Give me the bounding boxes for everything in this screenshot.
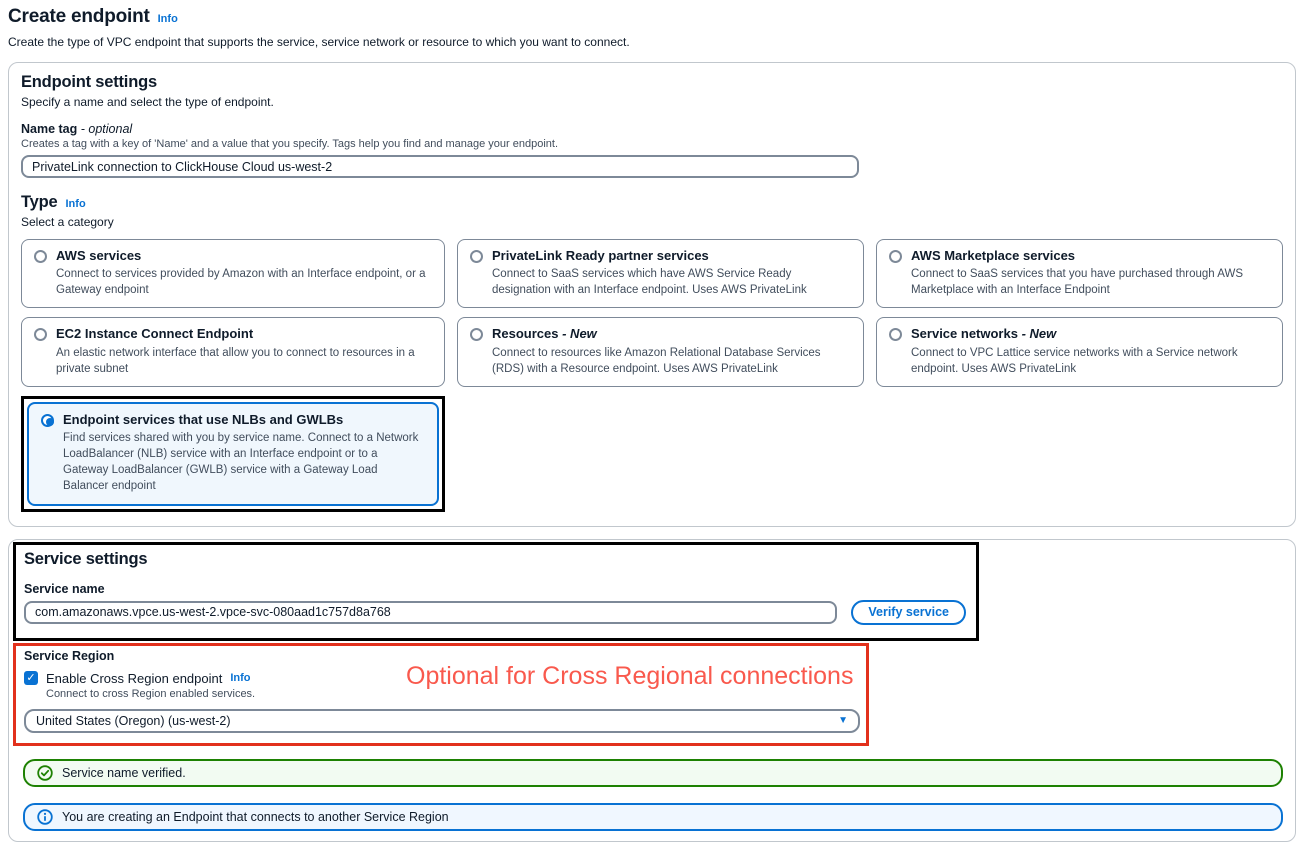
type-option-privatelink-partner-services[interactable]: PrivateLink Ready partner services Conne… — [457, 239, 864, 309]
page-title-info-link[interactable]: Info — [157, 13, 178, 25]
type-option-label: AWS services — [56, 248, 142, 263]
new-badge: - New — [1021, 326, 1057, 342]
cross-region-checkbox-label: Enable Cross Region endpoint — [46, 670, 223, 686]
service-settings-panel: Service settings Service name Verify ser… — [8, 538, 1296, 842]
success-banner-text: Service name verified. — [62, 765, 186, 780]
page-title: Create endpoint — [8, 6, 150, 27]
type-option-label: Service networks - New — [911, 326, 1057, 342]
type-options-grid: AWS services Connect to services provide… — [21, 239, 1283, 512]
new-badge: - New — [562, 326, 597, 342]
type-option-description: Connect to SaaS services which have AWS … — [492, 268, 807, 297]
radio-unchecked-icon[interactable] — [470, 250, 483, 263]
info-banner-text: You are creating an Endpoint that connec… — [62, 809, 449, 824]
radio-checked-icon[interactable] — [41, 413, 54, 427]
annotation-highlight-rectangle: Service settings Service name Verify ser… — [13, 541, 979, 641]
service-settings-heading: Service settings — [24, 549, 148, 568]
type-option-label: PrivateLink Ready partner services — [492, 248, 709, 263]
radio-unchecked-icon[interactable] — [470, 328, 483, 342]
name-tag-optional-suffix: - optional — [80, 122, 133, 136]
type-option-label: EC2 Instance Connect Endpoint — [56, 326, 254, 342]
type-option-label: AWS Marketplace services — [911, 248, 1076, 263]
info-banner: You are creating an Endpoint that connec… — [23, 802, 1283, 831]
type-option-description: Connect to services provided by Amazon w… — [56, 268, 426, 297]
type-option-endpoint-services-nlb-gwlb[interactable]: Endpoint services that use NLBs and GWLB… — [27, 401, 439, 506]
type-option-aws-marketplace-services[interactable]: AWS Marketplace services Connect to SaaS… — [876, 239, 1283, 309]
cross-region-checkbox[interactable]: ✓ — [24, 671, 38, 685]
type-description: Select a category — [21, 215, 114, 229]
type-option-description: Find services shared with you by service… — [63, 432, 419, 493]
type-option-service-networks[interactable]: Service networks - New Connect to VPC La… — [876, 317, 1283, 387]
name-tag-input[interactable] — [21, 155, 859, 178]
type-option-aws-services[interactable]: AWS services Connect to services provide… — [21, 239, 445, 309]
annotation-highlight-rectangle-red: Optional for Cross Regional connections … — [13, 642, 869, 746]
radio-unchecked-icon[interactable] — [34, 250, 47, 263]
type-option-description: An elastic network interface that allow … — [56, 346, 415, 375]
service-name-label: Service name — [24, 581, 105, 596]
type-option-ec2-instance-connect[interactable]: EC2 Instance Connect Endpoint An elastic… — [21, 317, 445, 387]
page-header: Create endpoint Info Create the type of … — [8, 6, 1296, 49]
cross-region-info-link[interactable]: Info — [230, 672, 251, 684]
radio-unchecked-icon[interactable] — [889, 328, 902, 342]
type-option-resources[interactable]: Resources - New Connect to resources lik… — [457, 317, 864, 387]
type-heading: Type — [21, 193, 58, 211]
annotation-note: Optional for Cross Regional connections — [406, 661, 854, 690]
endpoint-settings-panel: Endpoint settings Specify a name and sel… — [8, 62, 1296, 527]
type-option-description: Connect to resources like Amazon Relatio… — [492, 346, 821, 375]
radio-unchecked-icon[interactable] — [34, 328, 47, 342]
status-info-icon — [37, 808, 53, 825]
type-option-label: Resources - New — [492, 326, 597, 342]
service-region-label: Service Region — [24, 648, 115, 663]
success-banner: Service name verified. — [23, 758, 1283, 787]
verify-service-button[interactable]: Verify service — [851, 599, 966, 625]
name-tag-constraint: Creates a tag with a key of 'Name' and a… — [21, 138, 559, 150]
page-description: Create the type of VPC endpoint that sup… — [8, 35, 630, 49]
cross-region-checkbox-description: Connect to cross Region enabled services… — [46, 687, 256, 700]
type-option-label: Endpoint services that use NLBs and GWLB… — [63, 411, 344, 427]
endpoint-settings-heading: Endpoint settings — [21, 73, 157, 91]
type-option-description: Connect to VPC Lattice service networks … — [911, 346, 1238, 375]
type-info-link[interactable]: Info — [65, 198, 86, 210]
status-success-icon — [37, 764, 53, 781]
name-tag-label: Name tag - optional — [21, 122, 133, 136]
annotation-highlight-rectangle: Endpoint services that use NLBs and GWLB… — [21, 395, 445, 512]
endpoint-settings-description: Specify a name and select the type of en… — [21, 95, 274, 109]
radio-unchecked-icon[interactable] — [889, 250, 902, 263]
service-name-input[interactable] — [24, 600, 838, 624]
type-option-description: Connect to SaaS services that you have p… — [911, 268, 1243, 297]
